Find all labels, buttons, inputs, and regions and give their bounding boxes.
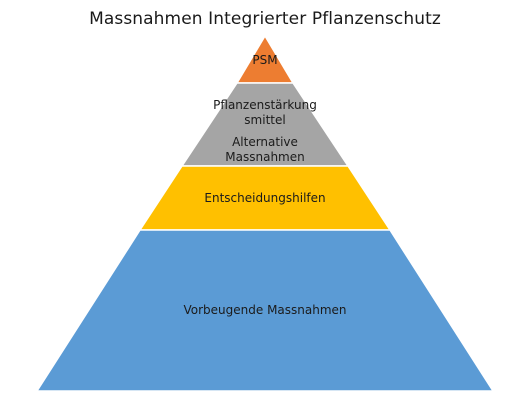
diagram-title: Massnahmen Integrierter Pflanzenschutz <box>89 9 441 29</box>
label-alternative-massnahmen-line1: Alternative <box>232 135 298 149</box>
label-alternative-massnahmen-line2: Massnahmen <box>225 150 305 164</box>
pyramid-tier-vorbeugende-massnahmen <box>35 229 495 392</box>
label-psm: PSM <box>252 53 278 67</box>
label-vorbeugende-massnahmen: Vorbeugende Massnahmen <box>183 303 347 317</box>
label-pflanzenstaerkungsmittel-line2: smittel <box>244 113 286 127</box>
label-pflanzenstaerkungsmittel-line1: Pflanzenstärkung <box>213 98 317 112</box>
label-entscheidungshilfen: Entscheidungshilfen <box>204 191 326 205</box>
